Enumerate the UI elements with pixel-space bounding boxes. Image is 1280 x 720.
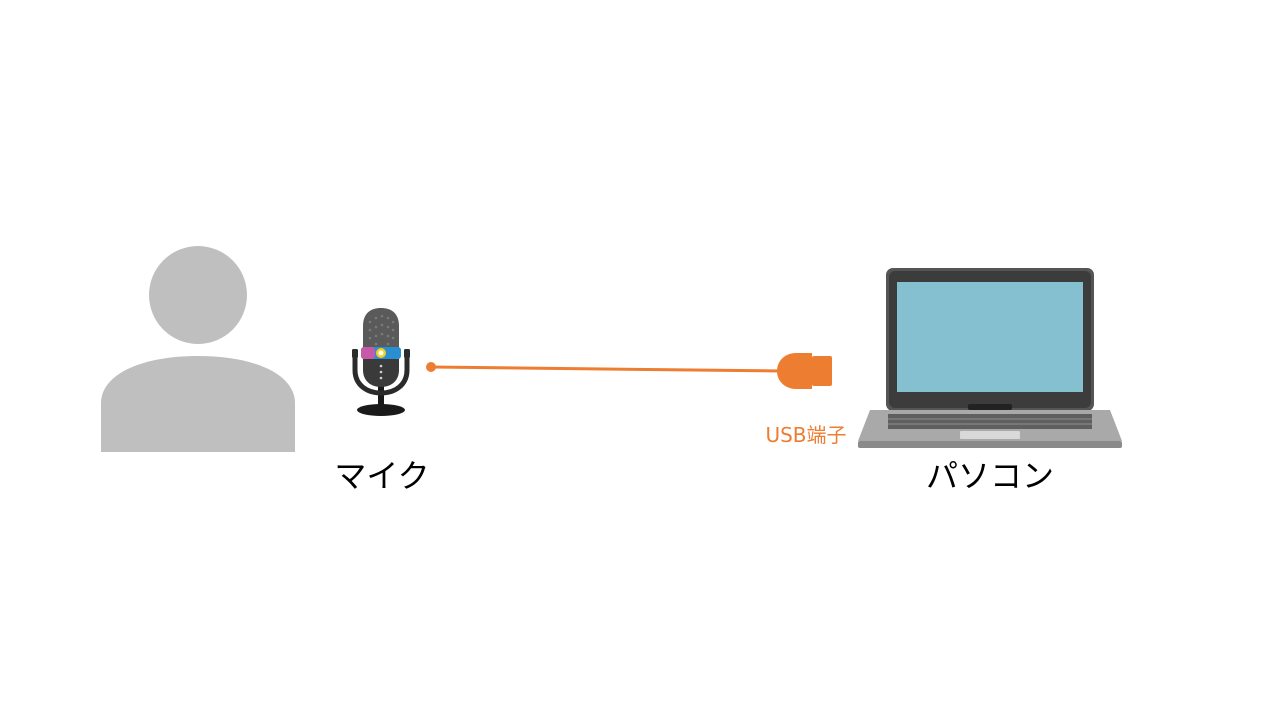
microphone-icon <box>352 308 410 416</box>
usb-terminal-label: USB端子 <box>765 423 847 447</box>
microphone-label: マイク <box>334 457 430 495</box>
computer-label: パソコン <box>925 457 1054 495</box>
usb-plug-icon <box>777 353 832 389</box>
usb-cable <box>426 362 783 373</box>
laptop-icon <box>858 268 1122 448</box>
person-icon <box>101 246 295 452</box>
